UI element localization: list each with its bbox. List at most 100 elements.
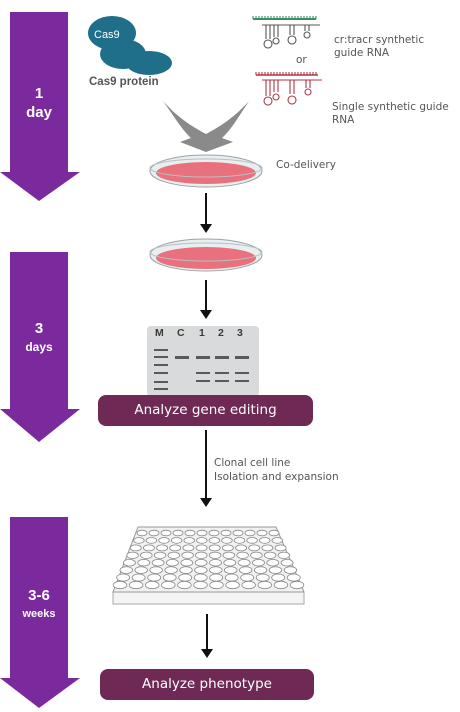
plate-well xyxy=(193,573,208,582)
single-guide-label-line1: Single synthetic guide xyxy=(332,101,449,113)
plate-well xyxy=(194,566,208,574)
plate-well xyxy=(122,559,136,567)
timeline-unit-2: days xyxy=(25,340,53,354)
timeline-unit-3: weeks xyxy=(22,608,56,620)
petri-dish-culture xyxy=(149,238,263,272)
plate-well xyxy=(261,544,274,552)
plate-well xyxy=(195,544,208,552)
plate-well xyxy=(140,551,153,559)
plate-well xyxy=(160,529,172,537)
clonal-label-line2: Isolation and expansion xyxy=(214,471,339,483)
gel-lane-m: M xyxy=(155,327,164,339)
plate-well xyxy=(223,559,237,567)
plate-well xyxy=(172,529,184,537)
plate-well xyxy=(223,566,238,574)
plate-well xyxy=(273,580,289,590)
gel-electrophoresis-icon xyxy=(147,326,259,396)
plate-well xyxy=(165,559,179,567)
plate-well xyxy=(178,573,193,582)
down-arrow-1 xyxy=(200,193,212,233)
or-label: or xyxy=(296,54,307,66)
timeline-label-3-days: 3 days xyxy=(10,319,68,357)
down-arrow-3 xyxy=(200,430,212,507)
plate-well xyxy=(277,551,291,559)
plate-well xyxy=(144,580,160,590)
plate-well xyxy=(235,544,248,552)
plate-well xyxy=(268,529,280,537)
plate-well xyxy=(225,580,240,590)
single-guide-label-line2: RNA xyxy=(332,114,355,126)
plate-well xyxy=(250,551,263,559)
plate-well xyxy=(112,580,128,590)
plate-well xyxy=(167,551,181,559)
plate-well xyxy=(221,537,233,544)
plate-well xyxy=(182,544,195,552)
plate-well xyxy=(156,544,169,552)
plate-well xyxy=(194,559,208,567)
plate-well xyxy=(161,580,176,590)
well-plate-icon xyxy=(112,526,305,605)
timeline-label-1-day: 1 day xyxy=(10,84,68,122)
plate-well xyxy=(271,573,286,582)
crtracr-label-line2: guide RNA xyxy=(334,47,390,59)
plate-well xyxy=(136,529,148,537)
plate-well xyxy=(208,551,222,559)
plate-well xyxy=(147,573,162,582)
plate-well xyxy=(181,551,194,559)
plate-well xyxy=(193,580,208,590)
plate-well xyxy=(164,566,178,574)
down-arrow-2 xyxy=(200,280,212,319)
timeline-arrow-3-days xyxy=(0,252,80,442)
plate-well xyxy=(162,573,177,582)
clonal-label-line1: Clonal cell line xyxy=(214,457,291,469)
timeline-label-3-6-weeks: 3-6 weeks xyxy=(10,586,68,624)
plate-well xyxy=(169,544,182,552)
plate-well xyxy=(209,566,223,574)
plate-well xyxy=(116,573,130,582)
timeline-arrow-3-6-weeks xyxy=(0,517,80,708)
plate-well xyxy=(184,529,196,537)
plate-well xyxy=(209,573,224,582)
plate-well xyxy=(119,566,134,574)
analyze-phenotype-button: Analyze phenotype xyxy=(100,669,314,700)
plate-well xyxy=(208,544,221,552)
plate-well xyxy=(244,529,256,537)
plate-well xyxy=(196,529,208,537)
plate-well xyxy=(196,537,208,544)
plate-well xyxy=(240,573,255,582)
plate-well xyxy=(158,537,170,544)
analyze-gene-editing-button: Analyze gene editing xyxy=(98,395,313,426)
plate-well xyxy=(232,529,244,537)
plate-well xyxy=(195,551,208,559)
plate-well xyxy=(263,551,277,559)
plate-well xyxy=(153,551,167,559)
plate-well xyxy=(248,544,261,552)
plate-well xyxy=(268,566,283,574)
plate-well xyxy=(255,573,270,582)
plate-well xyxy=(256,529,268,537)
plate-well xyxy=(222,551,236,559)
plate-well xyxy=(177,580,192,590)
plate-well xyxy=(209,580,224,590)
plate-well xyxy=(274,544,287,552)
plate-well xyxy=(208,537,221,544)
plate-well xyxy=(238,566,253,574)
gel-lane-2: 2 xyxy=(218,327,224,339)
plate-well xyxy=(142,544,155,552)
single-guide-rna-icon xyxy=(255,72,322,106)
plate-well xyxy=(208,529,220,537)
plate-well xyxy=(280,559,294,567)
plate-well xyxy=(289,580,305,590)
gel-lane-1: 1 xyxy=(199,327,205,339)
plate-well xyxy=(129,544,142,552)
crtracr-label-line1: cr:tracr synthetic xyxy=(334,34,425,46)
plate-well xyxy=(128,580,144,590)
codelivery-label: Co-delivery xyxy=(276,159,336,171)
cas9-caption: Cas9 protein xyxy=(89,76,159,88)
timeline-number-1: 1 xyxy=(34,85,44,102)
plate-well xyxy=(286,573,301,582)
plate-well xyxy=(209,559,222,567)
plate-well xyxy=(271,537,284,544)
plate-well xyxy=(133,537,145,544)
